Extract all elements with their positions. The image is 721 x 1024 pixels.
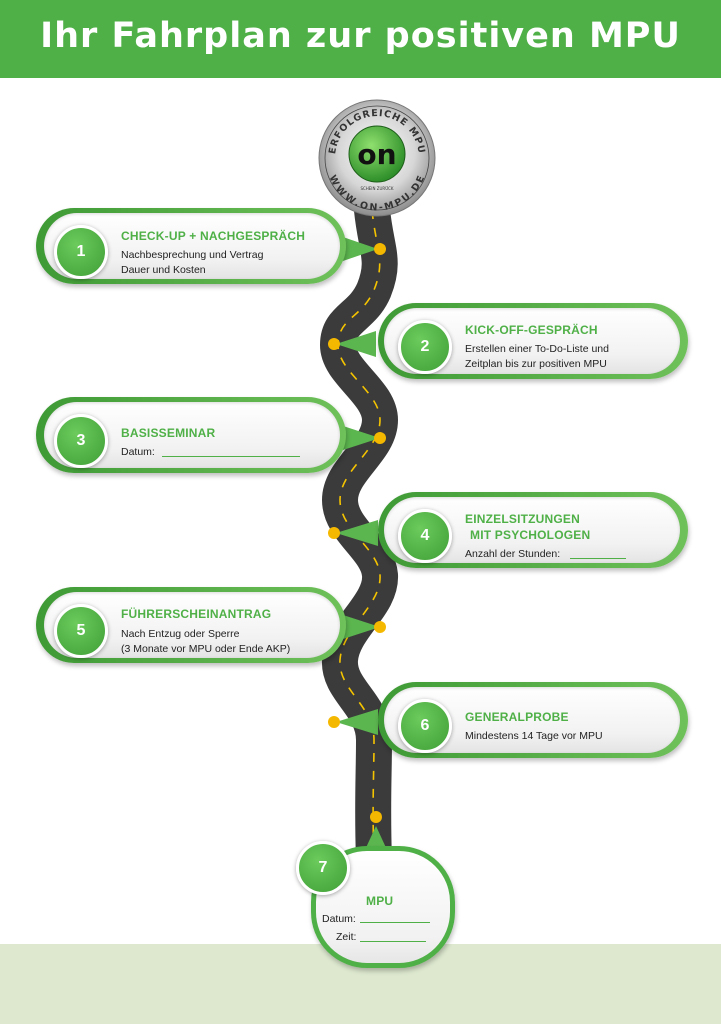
pointer-4: [336, 520, 378, 546]
hours-input-line[interactable]: [570, 558, 626, 559]
date-input-line[interactable]: [162, 456, 300, 457]
step-number-5: 5: [54, 604, 108, 658]
final-time-input-line[interactable]: [360, 941, 426, 942]
step-title-2: KICK-OFF-GESPRÄCH: [465, 323, 598, 337]
road-dot: [374, 432, 386, 444]
final-date-label: Datum:: [322, 913, 356, 925]
pointer-2: [336, 331, 376, 357]
step-line: Dauer und Kosten: [121, 264, 206, 276]
step-line: Zeitplan bis zur positiven MPU: [465, 358, 607, 370]
step-number-7: 7: [296, 841, 350, 895]
step-number-6: 6: [398, 699, 452, 753]
step-title-4-line2: MIT PSYCHOLOGEN: [470, 528, 591, 542]
step-number-2: 2: [398, 320, 452, 374]
step-title-3: BASISSEMINAR: [121, 426, 216, 440]
final-time-label: Zeit:: [336, 931, 357, 943]
hours-label: Anzahl der Stunden:: [465, 548, 561, 560]
logo-sub-text: SCHEIN ZURÜCK: [360, 186, 393, 191]
road-dot: [328, 527, 340, 539]
step-line: Mindestens 14 Tage vor MPU: [465, 730, 603, 742]
pointer-1: [340, 236, 378, 262]
step-number-4: 4: [398, 509, 452, 563]
pointer-5: [340, 614, 380, 640]
road-dot: [328, 716, 340, 728]
road-dot: [374, 621, 386, 633]
logo-center-text: on: [357, 138, 396, 171]
pointer-3: [340, 425, 380, 451]
header-banner: Ihr Fahrplan zur positiven MPU: [0, 0, 721, 78]
step-line: Nachbesprechung und Vertrag: [121, 249, 264, 261]
step-line: Nach Entzug oder Sperre: [121, 628, 240, 640]
step-number-3: 3: [54, 414, 108, 468]
step-title-4: EINZELSITZUNGEN: [465, 512, 581, 526]
step-line: Erstellen einer To-Do-Liste und: [465, 343, 609, 355]
step-number-1: 1: [54, 225, 108, 279]
pointer-6: [336, 709, 378, 735]
step-title-1: CHECK-UP + NACHGESPRÄCH: [121, 229, 306, 243]
date-label: Datum:: [121, 446, 155, 458]
road-dot: [328, 338, 340, 350]
page-title: Ihr Fahrplan zur positiven MPU: [40, 16, 681, 56]
pointer-7: [364, 826, 388, 852]
final-title: MPU: [366, 894, 394, 908]
on-mpu-logo: ERFOLGREICHE MPU WWW.ON-MPU.DE on SCHEIN…: [318, 99, 436, 217]
step-line: (3 Monate vor MPU oder Ende AKP): [121, 643, 291, 655]
road-dot: [374, 243, 386, 255]
road-dot: [370, 811, 382, 823]
final-date-input-line[interactable]: [360, 922, 430, 923]
step-title-6: GENERALPROBE: [465, 710, 569, 724]
step-title-5: FÜHRERSCHEINANTRAG: [121, 607, 272, 621]
